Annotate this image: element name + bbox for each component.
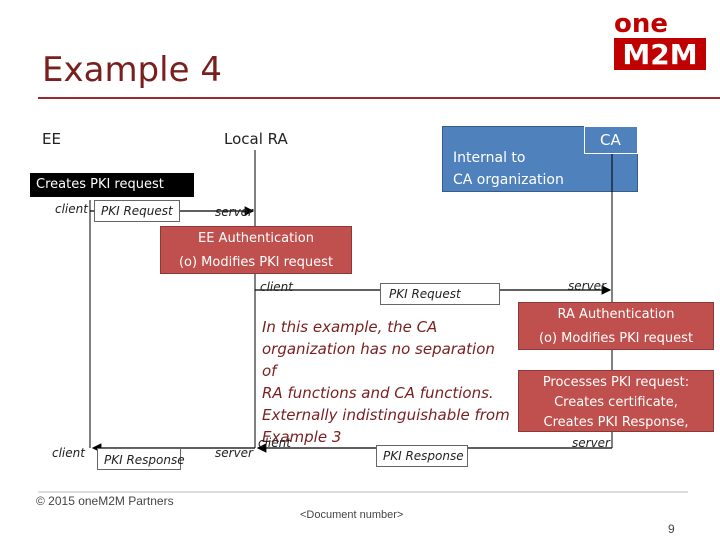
ra-auth-label: RA Authentication [557,307,675,322]
note-line-4: Externally indistinguishable from [262,406,510,424]
processes-box: Processes PKI request: Creates certifica… [518,370,714,432]
client-label-3: client [258,436,291,450]
pki-response-2-box: PKI Response [376,445,468,467]
ee-modifies-label: (o) Modifies PKI request [178,255,334,270]
creates-request-label: Creates PKI request [36,177,164,192]
local-ra-box: Local RA [210,126,304,154]
processes-line-3: Creates PKI Response, [543,415,689,430]
ra-modifies-label: (o) Modifies PKI request [538,331,694,346]
logo-top-text: one [614,9,668,39]
onem2m-logo: one M2M [614,9,706,71]
processes-line-2: Creates certificate, [554,395,678,410]
logo-bottom-text: M2M [622,38,697,71]
slide-title: Example 4 [42,50,222,90]
note-line-2: organization has no separation of [262,340,495,380]
server-label-4: server [215,446,253,460]
client-label-2: client [260,280,293,294]
ee-auth-label: EE Authentication [198,231,314,246]
pki-response-1-label: PKI Response [104,453,185,467]
pki-request-1-box: PKI Request [94,200,180,222]
processes-line-1: Processes PKI request: [542,375,690,390]
server-label-1: server [215,205,253,219]
creates-request-box: Creates PKI request [30,173,194,197]
server-label-3: server [572,436,610,450]
ca-entity-box: CA [584,126,638,154]
ra-auth-box: RA Authentication (o) Modifies PKI reque… [518,302,714,350]
footer-doc-number: <Document number> [300,509,404,521]
logo-block [614,38,706,70]
explanation-note: In this example, the CA organization has… [262,316,514,448]
ca-label: CA [600,131,621,149]
server-label-2: server [568,279,606,293]
pki-request-2-label: PKI Request [389,287,461,301]
title-underline [38,97,720,99]
note-line-3: RA functions and CA functions. [262,384,494,402]
pki-request-1-label: PKI Request [101,204,173,218]
internal-ca-org-line-1: Internal to [453,150,526,166]
ee-label: EE [42,130,61,148]
note-line-1: In this example, the CA [262,318,438,336]
ee-auth-box: EE Authentication (o) Modifies PKI reque… [160,226,352,274]
internal-ca-org-label: Internal to CA organization [453,147,564,191]
local-ra-label: Local RA [224,130,288,148]
pki-response-1-box: PKI Response [97,448,185,470]
client-label-1: client [55,202,88,216]
pki-response-2-label: PKI Response [383,449,464,463]
pki-request-2-box: PKI Request [380,283,500,305]
footer-copyright: © 2015 oneM2M Partners [36,494,174,508]
internal-ca-org-line-2: CA organization [453,172,564,188]
note-line-5: Example 3 [262,428,342,446]
footer-page-number: 9 [668,522,675,536]
client-label-4: client [52,446,85,460]
